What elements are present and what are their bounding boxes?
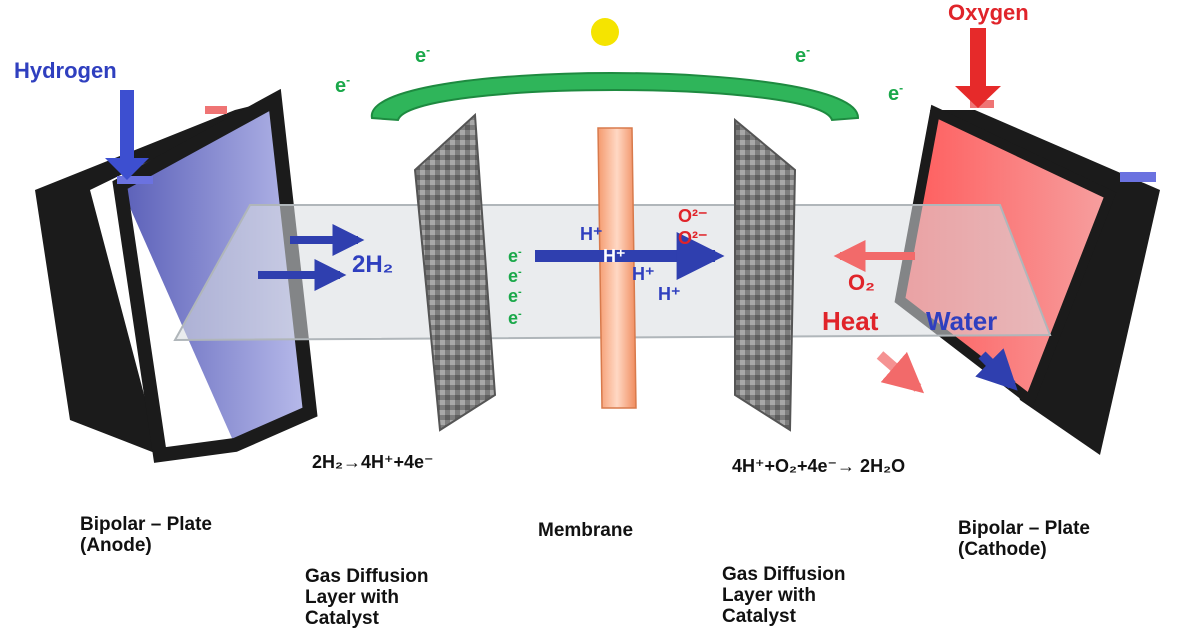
circuit-electron-4: e-	[888, 81, 903, 105]
gdl-right-label-line-1: Gas Diffusion	[722, 564, 846, 585]
gdl-right-label-line-2: Layer with	[722, 585, 816, 606]
h-plus-label-2: H⁺	[603, 246, 626, 266]
circuit-electron-1: e-	[335, 73, 350, 97]
h-plus-label-4: H⁺	[658, 284, 681, 304]
anode-equation: 2H₂→4H⁺+4e⁻	[312, 452, 434, 472]
water-outlet-arrow	[975, 348, 1018, 391]
external-circuit	[370, 72, 860, 122]
anode-electron-2: e-	[508, 266, 522, 286]
cathode-plate-label-line-1: Bipolar – Plate	[958, 518, 1090, 539]
water-label: Water	[926, 306, 997, 336]
cathode-plate-label: Bipolar – Plate (Cathode)	[958, 518, 1090, 560]
gdl-right-label-line-3: Catalyst	[722, 606, 796, 627]
h-plus-label-3: H⁺	[632, 264, 655, 284]
anode-plate-label: Bipolar – Plate (Anode)	[80, 514, 212, 556]
circuit-electron-2: e-	[415, 43, 430, 67]
sun-icon	[591, 18, 619, 46]
membrane-label: Membrane	[538, 520, 634, 541]
hydrogen-label: Hydrogen	[14, 58, 117, 83]
gdl-right	[734, 117, 797, 432]
hydrogen-inlet-arrow	[105, 90, 149, 180]
gdl-left-label-line-3: Catalyst	[305, 608, 379, 629]
heat-outlet-arrow	[876, 351, 925, 394]
oxygen-inlet-arrow	[955, 28, 1001, 108]
gdl-right-label: Gas Diffusion Layer with Catalyst	[722, 564, 846, 627]
anode-plate-label-line-1: Bipolar – Plate	[80, 514, 212, 535]
gdl-left-label-line-2: Layer with	[305, 587, 399, 608]
anode-electron-1: e-	[508, 246, 522, 266]
o2-label: O₂	[848, 270, 875, 295]
o2-minus-label-2: O²⁻	[678, 228, 708, 248]
anode-electron-3: e-	[508, 286, 522, 306]
gdl-left-label-line-1: Gas Diffusion	[305, 566, 429, 587]
circuit-electron-3: e-	[795, 43, 810, 67]
heat-label: Heat	[822, 306, 879, 336]
membrane-sheet	[597, 127, 637, 409]
h2-label: 2H₂	[352, 251, 393, 278]
o2-minus-label-1: O²⁻	[678, 206, 708, 226]
gdl-left-label: Gas Diffusion Layer with Catalyst	[305, 566, 429, 629]
gdl-left	[413, 112, 497, 432]
cathode-equation: 4H⁺+O₂+4e⁻→ 2H₂O	[732, 456, 906, 476]
oxygen-label: Oxygen	[948, 0, 1029, 25]
h-plus-label-1: H⁺	[580, 224, 603, 244]
anode-plate-label-line-2: (Anode)	[80, 535, 152, 556]
anode-electron-4: e-	[508, 308, 522, 328]
cathode-plate-label-line-2: (Cathode)	[958, 539, 1047, 560]
